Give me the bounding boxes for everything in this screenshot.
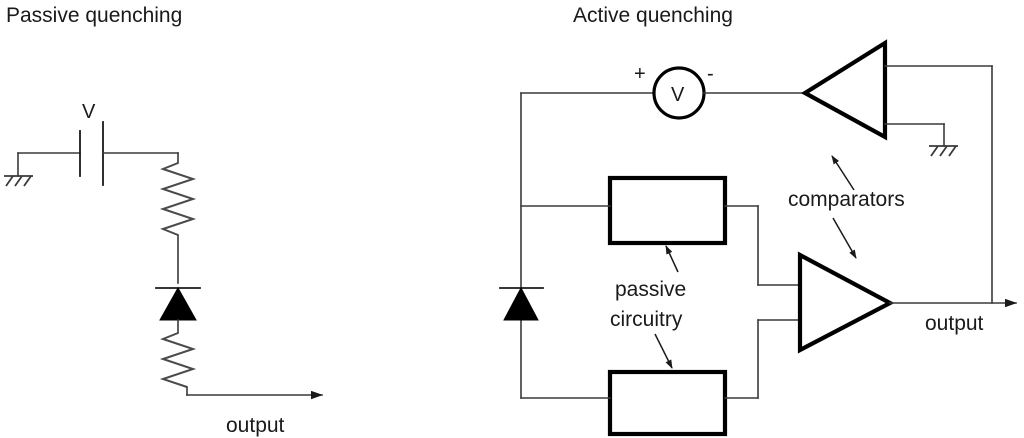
passive-circuitry-label-line2: circuitry	[610, 308, 683, 331]
active-source-label: V	[671, 84, 685, 106]
active-polarity-negative: -	[707, 63, 714, 85]
active-quenching-panel: V + -	[499, 4, 1017, 437]
active-spad-diode-icon	[499, 286, 544, 321]
active-panel-title: Active quenching	[573, 4, 733, 27]
active-lower-comparator	[797, 251, 895, 354]
passive-circuitry-label-line1: passive	[615, 278, 686, 301]
active-polarity-positive: +	[634, 63, 646, 85]
active-voltage-source-icon: V	[652, 66, 706, 120]
active-upper-comparator	[800, 39, 888, 141]
passive-battery-icon	[79, 121, 104, 186]
active-lower-passive-block	[607, 369, 728, 437]
passive-spad-diode-icon	[155, 286, 201, 334]
comparators-arrow-upper	[831, 155, 855, 191]
passive-ballast-resistor	[159, 162, 197, 236]
passive-circuitry-arrow-upper	[665, 245, 679, 273]
passive-circuitry-arrow-lower	[654, 333, 673, 369]
comparators-arrow-lower	[832, 217, 857, 259]
passive-panel-title: Passive quenching	[6, 4, 182, 27]
active-upper-passive-block	[607, 175, 728, 246]
active-ground-icon	[929, 123, 958, 157]
passive-quenching-panel: Passive quenching V output	[4, 4, 323, 437]
passive-ground-icon	[4, 152, 33, 187]
comparators-label: comparators	[788, 188, 905, 211]
passive-output-resistor	[159, 332, 197, 388]
passive-source-label: V	[82, 101, 96, 123]
passive-output-label: output	[226, 414, 285, 437]
active-output-label: output	[925, 312, 984, 335]
